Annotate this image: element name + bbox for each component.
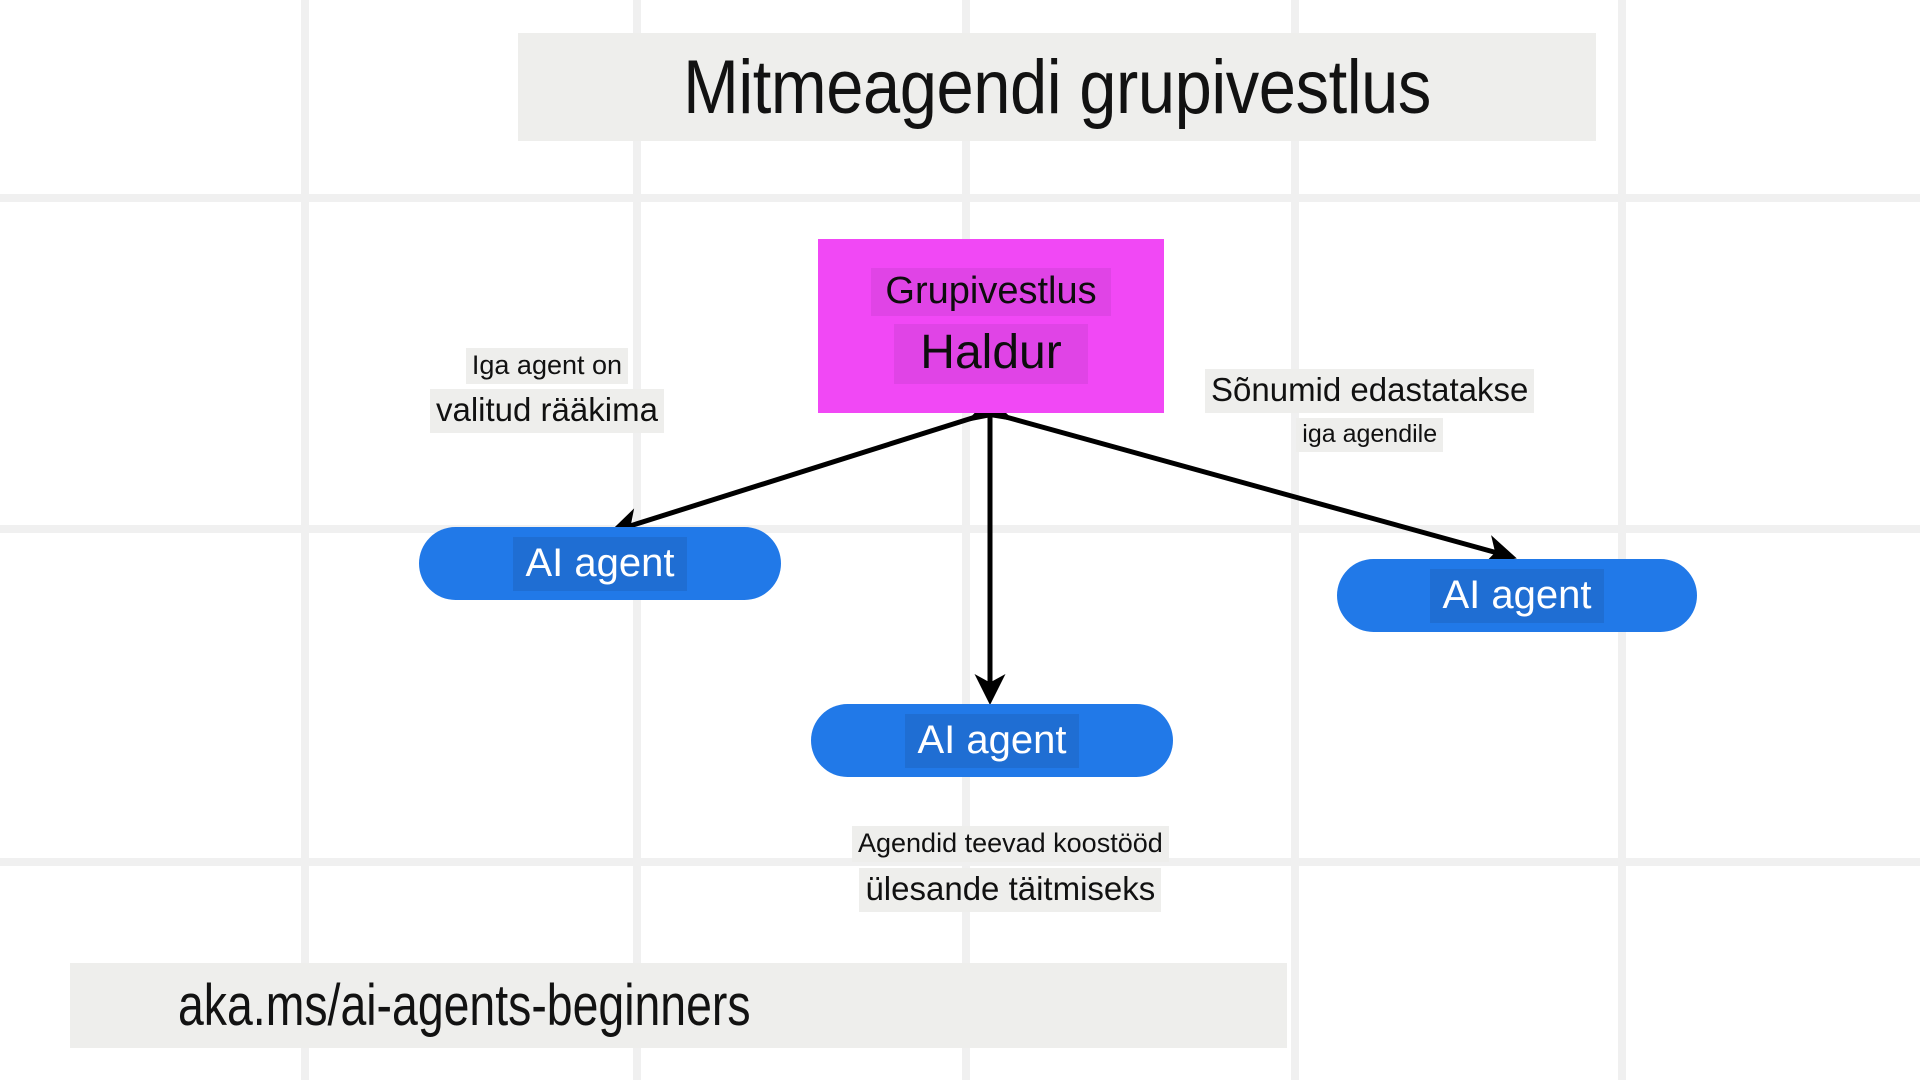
annotation-left: Iga agent on valitud rääkima <box>430 348 664 433</box>
ai-agent-node-left[interactable]: AI agent <box>419 527 781 600</box>
annotation-bottom: Agendid teevad koostööd ülesande täitmis… <box>852 826 1169 912</box>
ai-agent-label: AI agent <box>513 536 687 591</box>
grid-line-horizontal <box>0 525 1920 533</box>
manager-label-line1: Grupivestlus <box>871 267 1111 317</box>
grid-line-vertical <box>962 0 970 1080</box>
annotation-right: Sõnumid edastatakse iga agendile <box>1205 369 1535 452</box>
annotation-right-line2: iga agendile <box>1296 417 1444 452</box>
annotation-bottom-line2: ülesande täitmiseks <box>859 868 1162 912</box>
grid-line-vertical <box>1291 0 1299 1080</box>
ai-agent-node-right[interactable]: AI agent <box>1337 559 1697 632</box>
footer-link[interactable]: aka.ms/ai-agents-beginners <box>178 973 751 1038</box>
arrow-manager-left-agent <box>609 391 1015 538</box>
annotation-right-line1: Sõnumid edastatakse <box>1205 369 1535 413</box>
annotation-left-line2: valitud rääkima <box>430 389 664 433</box>
manager-label-line2: Haldur <box>894 324 1088 385</box>
page-title-background <box>518 33 1596 141</box>
group-chat-manager-node[interactable]: Grupivestlus Haldur <box>818 239 1164 413</box>
grid-line-horizontal <box>0 194 1920 202</box>
grid-line-vertical <box>1618 0 1626 1080</box>
annotation-left-line1: Iga agent on <box>465 348 629 385</box>
ai-agent-node-bottom[interactable]: AI agent <box>811 704 1173 777</box>
footer-link-background <box>70 963 1287 1048</box>
ai-agent-label: AI agent <box>905 713 1079 768</box>
annotation-bottom-line1: Agendid teevad koostööd <box>852 826 1169 863</box>
ai-agent-label: AI agent <box>1430 568 1604 623</box>
grid-line-vertical <box>301 0 309 1080</box>
page-title: Mitmeagendi grupivestlus <box>683 44 1431 130</box>
